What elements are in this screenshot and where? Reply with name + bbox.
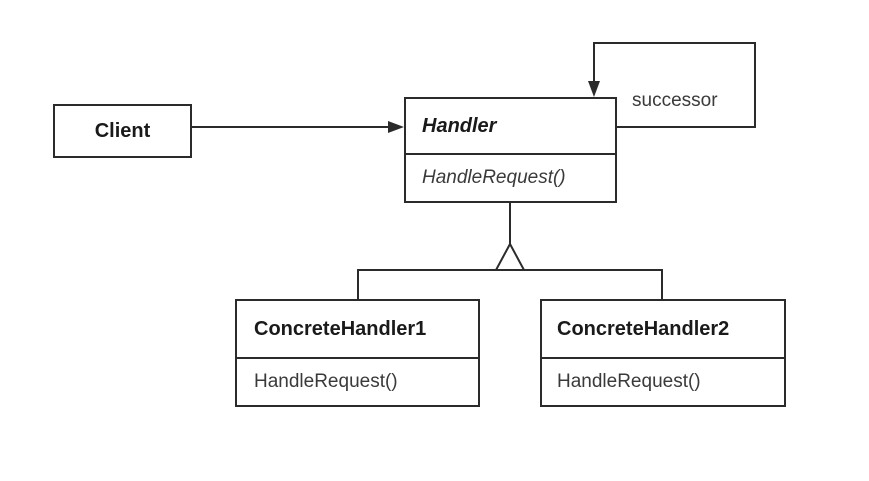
handler-class-box: Handler HandleRequest() [404, 97, 617, 203]
concrete-handler-2-operation: HandleRequest() [542, 357, 784, 405]
successor-label: successor [632, 90, 718, 111]
client-class-box: Client [53, 104, 192, 158]
successor-association-line [593, 42, 756, 128]
concrete-handler-1-class-name: ConcreteHandler1 [254, 317, 427, 340]
successor-arrowhead [588, 81, 600, 97]
concrete-handler-1-class-box: ConcreteHandler1 HandleRequest() [235, 299, 480, 407]
inheritance-triangle [494, 241, 526, 271]
concrete-handler-1-operation: HandleRequest() [237, 357, 478, 405]
client-handler-arrowhead [388, 121, 404, 133]
client-class-name: Client [94, 119, 151, 142]
concrete-handler-2-class-name: ConcreteHandler2 [557, 317, 730, 340]
inheritance-branch-line [357, 269, 663, 299]
handler-class-name: Handler [422, 114, 497, 137]
handler-operation: HandleRequest() [406, 153, 615, 201]
concrete-handler-2-class-box: ConcreteHandler2 HandleRequest() [540, 299, 786, 407]
